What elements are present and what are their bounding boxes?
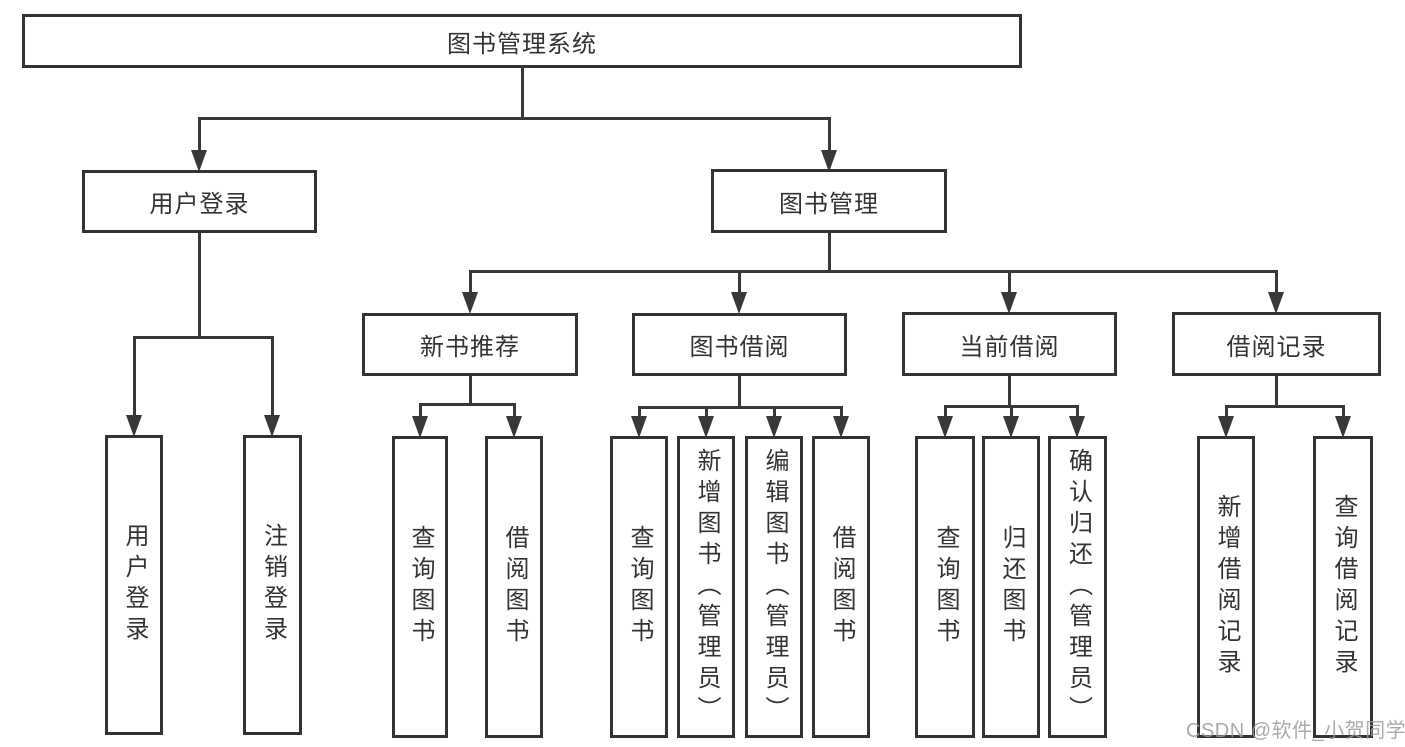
connector-line xyxy=(1007,271,1011,298)
connector-line xyxy=(418,402,516,406)
connector-line xyxy=(1274,271,1278,298)
connector-line xyxy=(1274,376,1278,406)
leaf-user-login: 用户登录 xyxy=(105,435,163,735)
arrow-icon xyxy=(698,416,714,438)
connector-line xyxy=(512,404,516,422)
connector-line xyxy=(468,271,472,298)
connector-line xyxy=(1224,404,1345,408)
arrow-icon xyxy=(1001,292,1017,314)
node-book-management: 图书管理 xyxy=(711,169,947,233)
arrow-icon xyxy=(1003,416,1019,438)
connector-line xyxy=(197,233,201,337)
connector-line xyxy=(468,269,1278,273)
arrow-icon xyxy=(191,150,207,172)
leaf-user-login-label: 用户登录 xyxy=(121,523,148,647)
connector-line xyxy=(1341,406,1345,422)
arrow-icon xyxy=(1218,416,1234,438)
node-borrow-records: 借阅记录 xyxy=(1172,312,1381,376)
arrow-icon xyxy=(821,150,837,172)
node-new-book-recommend-label: 新书推荐 xyxy=(420,334,520,361)
connector-line xyxy=(132,335,274,339)
arrow-icon xyxy=(462,292,478,314)
connector-line xyxy=(827,233,831,271)
connector-line xyxy=(1007,376,1011,406)
node-user-login-label: 用户登录 xyxy=(149,191,250,218)
connector-line xyxy=(197,116,831,120)
node-root-system-label: 图书管理系统 xyxy=(447,30,597,58)
leaf-newbook-borrow-label: 借阅图书 xyxy=(501,525,528,649)
connector-line xyxy=(827,118,831,156)
connector-line xyxy=(637,405,843,409)
connector-line xyxy=(943,406,947,422)
leaf-records-add: 新增借阅记录 xyxy=(1197,436,1255,738)
leaf-records-add-label: 新增借阅记录 xyxy=(1213,494,1240,680)
leaf-borrow-edit-book: 编辑图书（管理员） xyxy=(745,436,803,738)
node-book-borrow-label: 图书借阅 xyxy=(689,334,790,361)
arrow-icon xyxy=(766,416,782,438)
leaf-current-return-label: 归还图书 xyxy=(998,525,1025,649)
connector-line xyxy=(704,407,708,422)
connector-line xyxy=(270,337,274,421)
arrow-icon xyxy=(412,416,428,438)
connector-line xyxy=(637,407,641,422)
leaf-records-query: 查询借阅记录 xyxy=(1313,436,1373,738)
connector-line xyxy=(737,271,741,298)
arrow-icon xyxy=(264,415,280,437)
leaf-newbook-query-label: 查询图书 xyxy=(407,525,434,649)
arrow-icon xyxy=(731,292,747,314)
node-borrow-records-label: 借阅记录 xyxy=(1226,333,1327,361)
leaf-borrow-query: 查询图书 xyxy=(610,436,668,738)
leaf-current-query: 查询图书 xyxy=(915,436,975,738)
connector-line xyxy=(520,68,524,118)
node-current-borrow: 当前借阅 xyxy=(902,312,1117,376)
leaf-current-query-label: 查询图书 xyxy=(932,525,959,649)
leaf-borrow-edit-book-label: 编辑图书（管理员） xyxy=(761,447,788,727)
arrow-icon xyxy=(126,415,142,437)
leaf-borrow-borrow-book: 借阅图书 xyxy=(812,436,870,738)
arrow-icon xyxy=(833,416,849,438)
leaf-logout: 注销登录 xyxy=(243,435,302,735)
leaf-current-confirm-return: 确认归还（管理员） xyxy=(1048,436,1107,738)
arrow-icon xyxy=(1335,416,1351,438)
leaf-records-query-label: 查询借阅记录 xyxy=(1330,494,1357,680)
node-root-system: 图书管理系统 xyxy=(22,14,1022,68)
leaf-borrow-borrow-book-label: 借阅图书 xyxy=(828,525,855,649)
node-new-book-recommend: 新书推荐 xyxy=(362,313,578,376)
leaf-borrow-add-book-label: 新增图书（管理员） xyxy=(693,447,720,727)
arrow-icon xyxy=(506,416,522,438)
arrow-icon xyxy=(1268,292,1284,314)
leaf-borrow-add-book: 新增图书（管理员） xyxy=(677,436,735,738)
connector-line xyxy=(1224,406,1228,422)
connector-line xyxy=(132,337,136,421)
connector-line xyxy=(418,404,422,422)
leaf-newbook-borrow: 借阅图书 xyxy=(485,436,543,738)
connector-line xyxy=(468,376,472,404)
connector-line xyxy=(1009,406,1013,422)
leaf-logout-label: 注销登录 xyxy=(259,523,287,647)
node-user-login: 用户登录 xyxy=(82,170,317,233)
node-book-management-label: 图书管理 xyxy=(779,190,879,218)
leaf-newbook-query: 查询图书 xyxy=(392,436,448,738)
connector-line xyxy=(1075,406,1079,422)
leaf-borrow-query-label: 查询图书 xyxy=(626,525,653,649)
leaf-current-confirm-return-label: 确认归还（管理员） xyxy=(1064,447,1092,727)
node-current-borrow-label: 当前借阅 xyxy=(959,333,1060,361)
watermark-text: CSDN @软件_小贺同学 xyxy=(1186,720,1405,742)
connector-line xyxy=(737,376,741,407)
connector-line xyxy=(839,407,843,422)
arrow-icon xyxy=(631,416,647,438)
leaf-current-return: 归还图书 xyxy=(982,436,1040,738)
connector-line xyxy=(772,407,776,422)
arrow-icon xyxy=(1069,416,1085,438)
connector-line xyxy=(197,118,201,156)
arrow-icon xyxy=(937,416,953,438)
node-book-borrow: 图书借阅 xyxy=(632,313,847,376)
